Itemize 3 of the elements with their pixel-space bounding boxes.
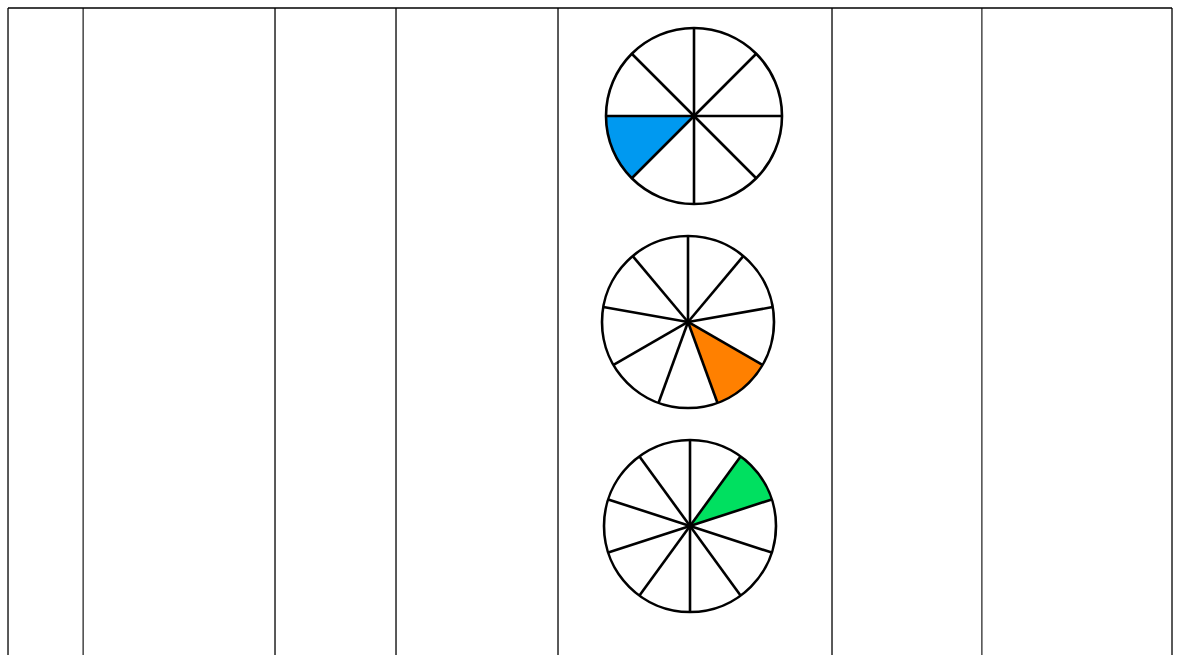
fraction-circle bbox=[600, 234, 776, 410]
fraction-circle bbox=[604, 26, 784, 206]
fraction-circle bbox=[602, 438, 778, 614]
